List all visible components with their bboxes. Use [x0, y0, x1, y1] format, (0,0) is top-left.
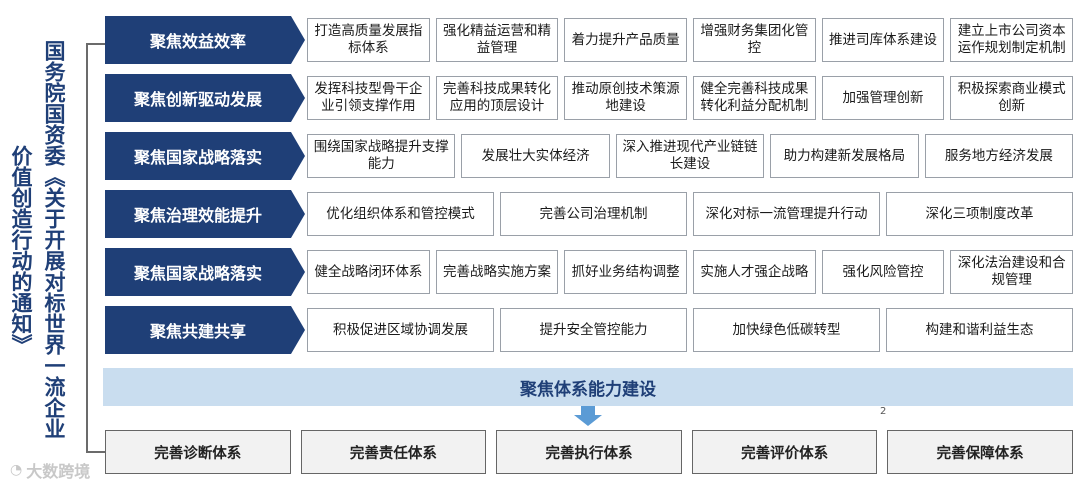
focus-item: 抓好业务结构调整	[564, 250, 688, 294]
focus-item: 健全完善科技成果转化利益分配机制	[693, 76, 816, 120]
focus-items: 围绕国家战略提升支撑能力发展壮大实体经济深入推进现代产业链链长建设助力构建新发展…	[307, 134, 1074, 178]
focus-row: 聚焦共建共享积极促进区域协调发展提升安全管控能力加快绿色低碳转型构建和谐利益生态	[105, 306, 1073, 354]
focus-item: 推动原创技术策源地建设	[564, 76, 688, 120]
bottom-item: 完善执行体系	[496, 430, 682, 474]
focus-items: 积极促进区域协调发展提升安全管控能力加快绿色低碳转型构建和谐利益生态	[307, 308, 1073, 352]
focus-item: 优化组织体系和管控模式	[307, 192, 494, 236]
page-number: 2	[880, 406, 887, 417]
focus-label: 聚焦国家战略落实	[105, 248, 305, 296]
focus-item: 加强管理创新	[821, 76, 945, 120]
watermark: ◔ 大数跨境	[10, 458, 90, 482]
left-bracket	[86, 43, 106, 453]
focus-item: 打造高质量发展指标体系	[307, 18, 430, 62]
focus-item: 积极探索商业模式创新	[950, 76, 1074, 120]
focus-item: 完善公司治理机制	[500, 192, 687, 236]
bottom-item: 完善评价体系	[691, 430, 878, 474]
focus-label: 聚焦创新驱动发展	[105, 74, 305, 122]
focus-item: 发展壮大实体经济	[461, 134, 610, 178]
focus-item: 强化精益运营和精益管理	[435, 18, 559, 62]
capability-band: 聚焦体系能力建设	[103, 368, 1073, 406]
focus-items: 健全战略闭环体系完善战略实施方案抓好业务结构调整实施人才强企战略强化风险管控深化…	[307, 250, 1074, 294]
title-sub: 价值创造行动的通知》	[9, 145, 33, 355]
focus-label: 聚焦国家战略落实	[105, 132, 305, 180]
focus-items: 优化组织体系和管控模式完善公司治理机制深化对标一流管理提升行动深化三项制度改革	[307, 192, 1073, 236]
focus-item: 深化三项制度改革	[886, 192, 1073, 236]
focus-item: 深化对标一流管理提升行动	[693, 192, 880, 236]
focus-item: 深化法治建设和合规管理	[950, 250, 1074, 294]
down-arrow-icon	[574, 406, 602, 426]
title-main: 国务院国资委《关于开展对标世界一流企业	[42, 40, 66, 439]
focus-row: 聚焦创新驱动发展发挥科技型骨干企业引领支撑作用完善科技成果转化应用的顶层设计推动…	[105, 74, 1074, 122]
focus-item: 深入推进现代产业链链长建设	[615, 134, 765, 178]
focus-item: 提升安全管控能力	[500, 308, 687, 352]
focus-item: 健全战略闭环体系	[307, 250, 430, 294]
focus-item: 强化风险管控	[821, 250, 945, 294]
focus-label: 聚焦共建共享	[105, 306, 305, 354]
focus-row: 聚焦国家战略落实围绕国家战略提升支撑能力发展壮大实体经济深入推进现代产业链链长建…	[105, 132, 1074, 180]
focus-item: 建立上市公司资本运作规划制定机制	[950, 18, 1074, 62]
focus-item: 发挥科技型骨干企业引领支撑作用	[307, 76, 430, 120]
bottom-item: 完善诊断体系	[105, 430, 291, 474]
bottom-item: 完善责任体系	[300, 430, 487, 474]
focus-item: 增强财务集团化管控	[693, 18, 816, 62]
focus-row: 聚焦国家战略落实健全战略闭环体系完善战略实施方案抓好业务结构调整实施人才强企战略…	[105, 248, 1074, 296]
bottom-item: 完善保障体系	[887, 430, 1073, 474]
focus-label: 聚焦效益效率	[105, 16, 305, 64]
focus-label: 聚焦治理效能提升	[105, 190, 305, 238]
focus-row: 聚焦治理效能提升优化组织体系和管控模式完善公司治理机制深化对标一流管理提升行动深…	[105, 190, 1073, 238]
watermark-text: 大数跨境	[26, 462, 91, 481]
focus-row: 聚焦效益效率打造高质量发展指标体系强化精益运营和精益管理着力提升产品质量增强财务…	[105, 16, 1074, 64]
focus-item: 围绕国家战略提升支撑能力	[307, 134, 456, 178]
focus-item: 服务地方经济发展	[924, 134, 1074, 178]
focus-item: 完善科技成果转化应用的顶层设计	[435, 76, 559, 120]
focus-item: 加快绿色低碳转型	[693, 308, 880, 352]
focus-item: 推进司库体系建设	[821, 18, 945, 62]
watermark-logo-icon: ◔	[10, 462, 23, 478]
bottom-systems: 完善诊断体系 完善责任体系 完善执行体系 完善评价体系 完善保障体系	[105, 430, 1073, 474]
focus-items: 打造高质量发展指标体系强化精益运营和精益管理着力提升产品质量增强财务集团化管控推…	[307, 18, 1074, 62]
focus-items: 发挥科技型骨干企业引领支撑作用完善科技成果转化应用的顶层设计推动原创技术策源地建…	[307, 76, 1074, 120]
focus-item: 完善战略实施方案	[435, 250, 559, 294]
focus-item: 助力构建新发展格局	[770, 134, 919, 178]
focus-item: 实施人才强企战略	[693, 250, 816, 294]
focus-item: 构建和谐利益生态	[886, 308, 1073, 352]
focus-item: 积极促进区域协调发展	[307, 308, 494, 352]
focus-item: 着力提升产品质量	[564, 18, 688, 62]
